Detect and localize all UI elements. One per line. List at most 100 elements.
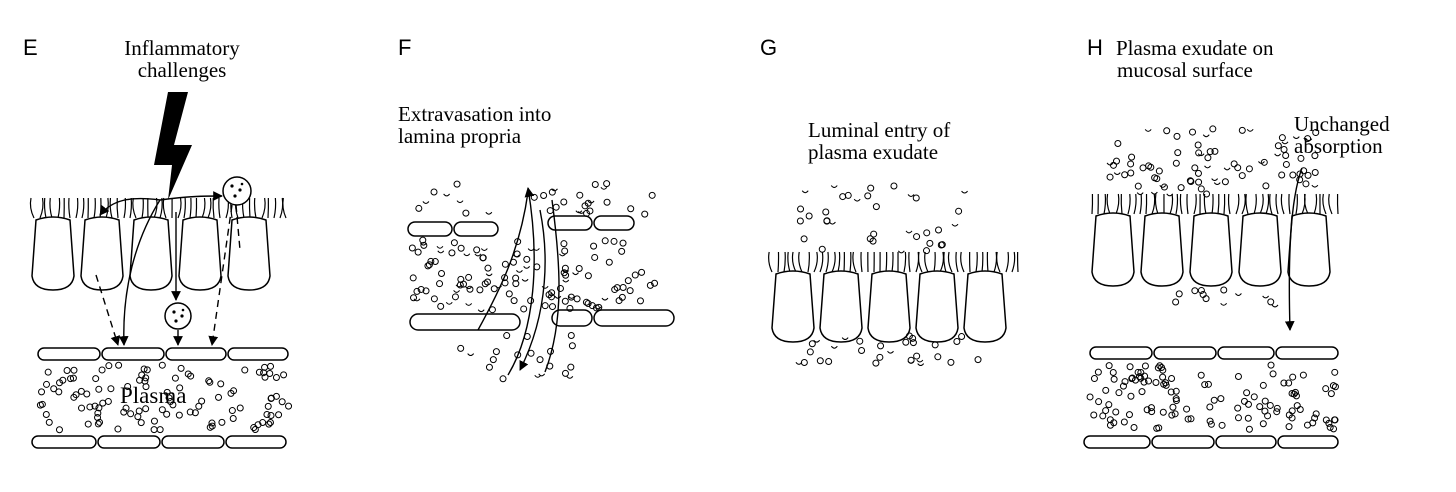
plasma-particle — [1288, 407, 1296, 415]
cilium — [947, 251, 953, 273]
plasma-particle — [187, 372, 195, 380]
plasma-particle — [1297, 154, 1305, 162]
plasma-particle — [156, 426, 164, 434]
cilium — [159, 197, 163, 219]
epithelial-cell — [819, 270, 863, 343]
label-line: Extravasation into — [398, 102, 552, 126]
plasma-particle — [1105, 362, 1113, 370]
plasma-particle — [1206, 148, 1214, 156]
plasma-particle — [1191, 287, 1199, 295]
plasma-particle — [453, 180, 461, 188]
plasma-particle — [1210, 396, 1218, 404]
plasma-particle — [1238, 126, 1246, 134]
plasma-particle — [583, 209, 591, 217]
exudate-particle — [465, 303, 473, 306]
cilium — [1103, 193, 1107, 215]
absorption-arrow — [1284, 167, 1303, 331]
cilium — [1211, 193, 1214, 215]
cilium — [960, 251, 965, 273]
plasma-particle — [641, 210, 649, 218]
endothelial-cell — [97, 435, 161, 449]
plasma-particle — [541, 302, 549, 310]
endothelial-cell — [453, 221, 499, 237]
plasma-particle — [1125, 411, 1133, 419]
label-line: absorption — [1294, 134, 1383, 159]
plasma-particle — [143, 366, 151, 374]
cilium — [189, 197, 192, 219]
plasma-particle — [1134, 182, 1142, 190]
plasma-particle — [278, 398, 286, 406]
plasma-particle — [1090, 375, 1098, 383]
plasma-particle — [1280, 379, 1288, 387]
plasma-particle — [436, 280, 444, 288]
exudate-particle — [513, 254, 520, 258]
plasma-particle — [1217, 395, 1225, 403]
plasma-particle — [158, 361, 166, 369]
exudate-particle — [897, 250, 905, 254]
exudate-particle — [456, 200, 464, 204]
endothelial-cell — [547, 215, 593, 231]
cilium — [1193, 193, 1197, 215]
plasma-particle — [913, 233, 921, 241]
plasma-particle — [556, 284, 564, 292]
plasma-particle — [935, 226, 943, 234]
plasma-particle — [479, 254, 487, 262]
endothelial-cell — [409, 313, 521, 331]
plasma-particle — [575, 264, 583, 272]
endothelial-cell — [1275, 346, 1339, 360]
cilium — [1120, 193, 1123, 215]
plasma-particle — [1106, 416, 1114, 424]
cilium — [831, 251, 836, 273]
plasma-particle — [1147, 404, 1155, 412]
panel-e — [29, 92, 293, 449]
plasma-particle — [1243, 389, 1251, 397]
exudate-particle — [1292, 136, 1300, 140]
cilium — [282, 197, 287, 219]
label-line: Inflammatory — [124, 36, 240, 60]
cilium — [1106, 193, 1111, 215]
exudate-particle — [1220, 302, 1228, 306]
endothelial-cell — [31, 435, 97, 449]
exudate-particle — [1211, 178, 1219, 182]
plasma-particle — [1145, 377, 1153, 385]
exudate-particle — [413, 298, 421, 302]
plasma-particle — [431, 258, 439, 266]
cilium — [1223, 193, 1226, 215]
plasma-particle — [1095, 398, 1103, 406]
plasma-particle — [937, 241, 945, 249]
plasma-particle — [267, 362, 275, 370]
pathway-arrows-e — [95, 191, 241, 346]
plasma-particle — [1194, 169, 1202, 177]
plasma-particle — [1197, 371, 1205, 379]
plasma-particle — [512, 274, 520, 282]
plasma-particle — [1240, 397, 1248, 405]
plasma-particle — [1175, 290, 1183, 298]
plasma-particle — [84, 420, 92, 428]
plasma-particle — [1102, 386, 1110, 394]
cilium — [201, 197, 206, 219]
plasma-particle — [1325, 419, 1333, 427]
plasma-particle — [631, 271, 639, 279]
plasma-particle — [588, 302, 596, 310]
cilium — [787, 251, 791, 273]
plasma-particle — [1148, 408, 1156, 416]
vessel-f — [407, 215, 675, 331]
plasma-particle — [208, 419, 216, 427]
cilium — [1313, 193, 1318, 215]
cilium — [837, 251, 841, 273]
plasma-particle — [934, 353, 942, 361]
plasma-particle — [523, 255, 531, 263]
leukocyte-cell — [164, 302, 192, 330]
plasma-particle — [457, 244, 465, 252]
plasma-particle — [1172, 387, 1180, 395]
plasma-particle — [603, 198, 611, 206]
plasma-particle — [1162, 379, 1170, 387]
plasma-particle — [1329, 382, 1337, 390]
plasma-particle — [176, 384, 184, 392]
plasma-particle — [1140, 378, 1148, 386]
plasma-particle — [1195, 149, 1203, 157]
plasma-particle — [822, 208, 830, 216]
plasma-particle — [601, 237, 609, 245]
endothelial-cell — [37, 347, 101, 361]
panel-letter-h: H — [1087, 35, 1103, 60]
